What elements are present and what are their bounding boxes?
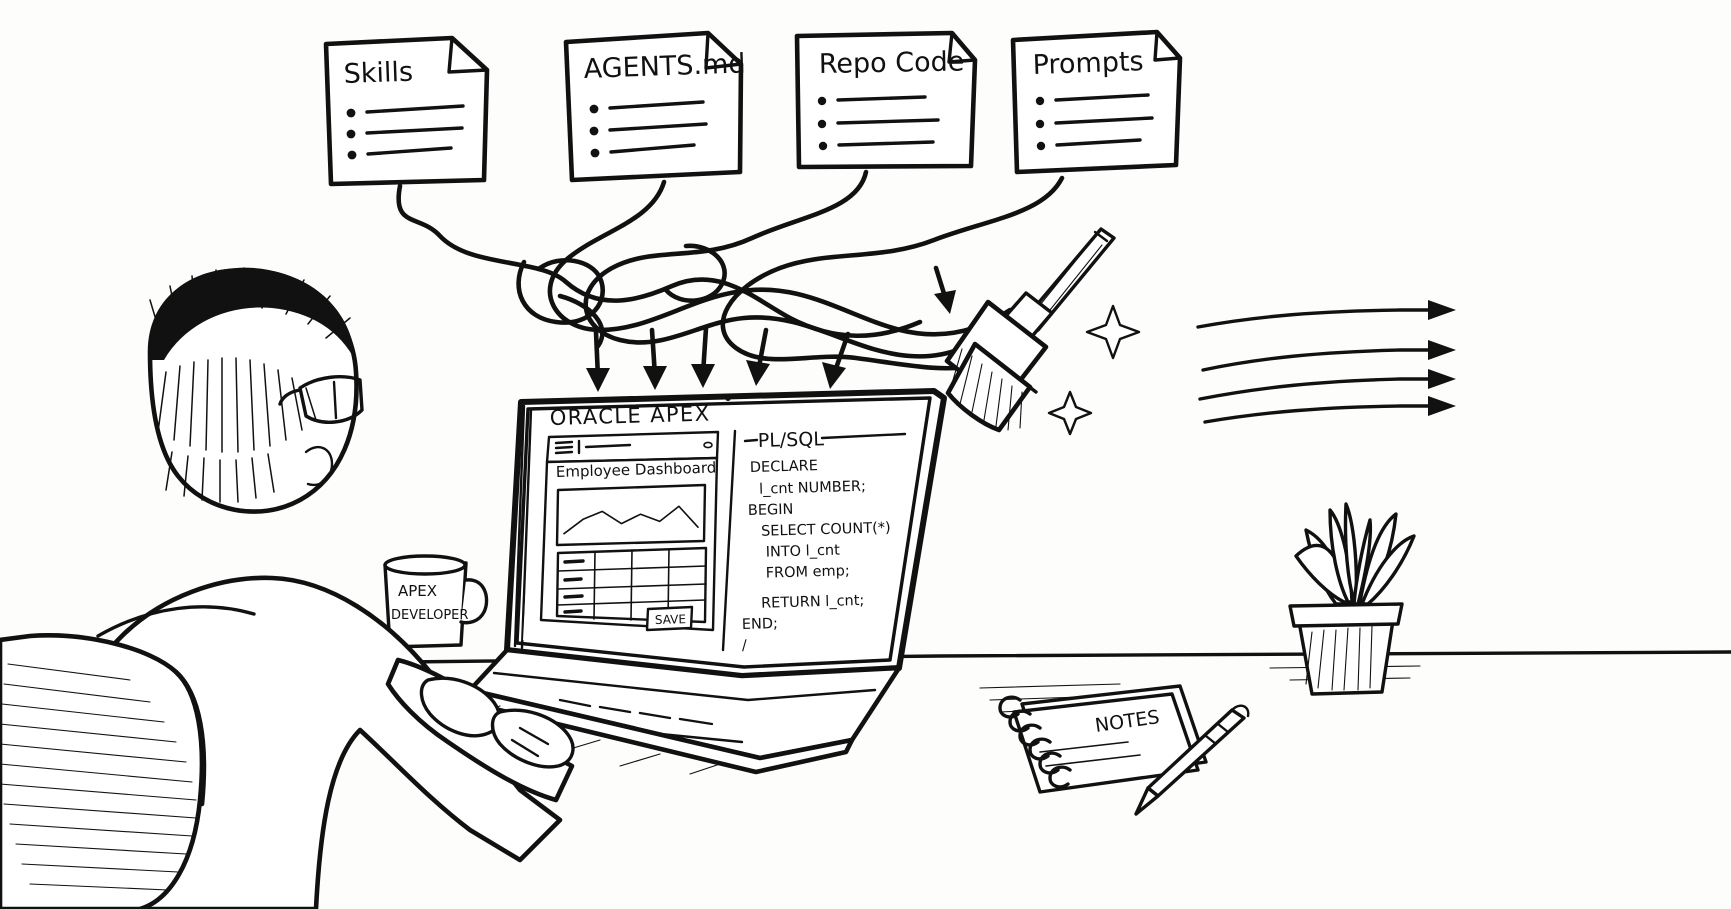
potted-plant [1288, 502, 1416, 696]
sparkle-icon-upper [1085, 304, 1141, 360]
source-card-title: Repo Code [819, 46, 965, 80]
source-card-repo-code[interactable]: Repo Code [794, 30, 978, 170]
pot-hatch [1305, 625, 1373, 691]
notepad[interactable]: NOTES [998, 684, 1208, 794]
save-button[interactable]: SAVE [645, 605, 694, 632]
source-card-title: Skills [343, 57, 413, 90]
code-line: / [742, 638, 747, 654]
plsql-code-panel[interactable]: PL/SQL DECLARE l_cnt NUMBER; BEGIN SELEC… [742, 428, 907, 654]
context-arrowheads [586, 265, 956, 392]
code-line: END; [742, 616, 778, 633]
clean-output-arrows [1196, 300, 1456, 424]
mug-text-line-2: DEVELOPER [391, 608, 468, 623]
source-card-title: Prompts [1032, 46, 1144, 81]
bullet-list [817, 95, 940, 151]
hair-strokes [149, 267, 351, 503]
save-button-label: SAVE [655, 612, 686, 627]
tangled-context-lines [396, 169, 1065, 371]
code-line: SELECT COUNT(*) [752, 520, 891, 540]
plant-leaves [1294, 502, 1416, 606]
chair [0, 633, 207, 909]
app-title: ORACLE APEX [549, 402, 710, 430]
coffee-mug[interactable]: APEX DEVELOPER [383, 554, 489, 649]
broom-icon [944, 227, 1116, 433]
sparkle-icon-lower [1047, 390, 1093, 436]
source-card-prompts[interactable]: Prompts [1010, 29, 1183, 175]
broom-bristles [948, 348, 1023, 431]
code-line: FROM emp; [752, 563, 850, 582]
code-line: l_cnt NUMBER; [750, 479, 866, 498]
page-heading: Employee Dashboard [556, 459, 717, 481]
source-card-title: AGENTS.md [583, 48, 746, 85]
source-card-agents-md[interactable]: AGENTS.md [563, 30, 746, 183]
hamburger-menu-icon[interactable] [554, 440, 574, 455]
spiral-binding [998, 695, 1072, 789]
window-dot-icon [703, 441, 713, 449]
laptop[interactable]: ORACLE APEX Employee Dashboard [463, 388, 947, 775]
apex-app-panel[interactable]: ORACLE APEX Employee Dashboard [539, 402, 720, 632]
source-card-skills[interactable]: Skills [323, 35, 490, 187]
code-line: INTO l_cnt [752, 543, 841, 561]
code-line: DECLARE [750, 458, 818, 476]
bullet-list [1035, 93, 1154, 151]
code-panel-label: PL/SQL [758, 428, 825, 452]
code-line: RETURN l_cnt; [752, 593, 865, 612]
dashboard-table [555, 546, 708, 624]
mug-text-line-1: APEX [398, 582, 437, 600]
dashboard-chart [555, 483, 707, 547]
code-line: BEGIN [748, 502, 794, 519]
bullet-list [589, 100, 708, 158]
chair-hatch [0, 663, 197, 891]
glasses-icon [278, 375, 364, 424]
code-lines: DECLARE l_cnt NUMBER; BEGIN SELECT COUNT… [742, 458, 891, 654]
pen[interactable] [1134, 704, 1250, 816]
bullet-list [346, 104, 465, 160]
